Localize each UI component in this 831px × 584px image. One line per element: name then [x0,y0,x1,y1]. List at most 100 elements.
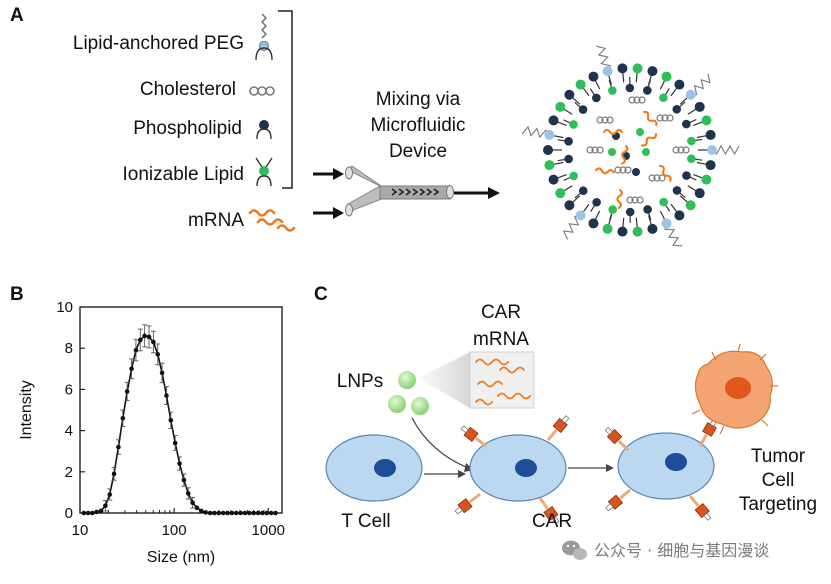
car-receptor [605,488,631,512]
cholesterol [636,196,644,204]
data-point [120,415,126,421]
tumor-cell [691,343,778,435]
data-point [94,509,99,515]
lipid-head [608,148,616,156]
data-point [242,510,248,516]
legend-label-phospholipid: Phospholipid [133,118,242,139]
data-point [111,471,117,477]
data-point [264,510,270,516]
tumor-label-line-1: Tumor [751,446,806,467]
lipid-head [602,223,613,234]
car-stalk [617,439,630,452]
cholesterol [666,114,674,122]
lipid-head [592,197,601,207]
mixing-line-1: Mixing via [376,89,461,110]
cholesterol [677,146,685,154]
panel-b-letter: B [10,284,24,305]
data-point [207,510,213,516]
y-tick-label: 0 [65,505,73,522]
lipid-head [674,79,685,90]
data-point [260,510,265,516]
cholesterol [619,166,627,174]
lipid-head [555,188,566,199]
car-label: CAR [532,511,572,532]
lipid-head [588,71,599,82]
lipid-head [636,128,644,136]
lipid-head [687,154,696,163]
mrna-strand [640,132,658,147]
plot-frame [79,306,283,514]
lipid-head [685,89,696,100]
car-hinge [703,512,712,521]
cholesterol [596,116,604,124]
cholesterol [648,174,656,182]
watermark-text: 公众号 · 细胞与基因漫谈 [594,541,769,560]
car-hinge [561,415,570,424]
car-hinge [454,506,463,515]
car-receptor [604,426,630,452]
lipid-head [707,145,717,155]
t-cell-label: T Cell [341,511,390,532]
car-receptor [546,415,570,441]
lipid-head [672,186,682,195]
panel-c-letter: C [314,284,328,305]
car-receptor [454,492,481,515]
cholesterol [638,96,646,104]
lipid-head [564,200,575,211]
car-receptor [688,495,712,521]
cholesterol [606,116,614,124]
cholesterol [672,146,680,154]
data-point [164,393,169,398]
x-tick-label: 100 [162,522,187,539]
lipid-head [548,174,559,185]
lipid-head [643,205,652,214]
targeting-car-t-cell [617,432,715,500]
car-t-cell [469,434,567,502]
car-stalk [619,488,631,500]
mrna-strand [658,164,672,182]
lipid-head [592,93,601,103]
distribution-curve [83,334,276,514]
lipid-head [617,226,628,237]
lipid-head [632,63,643,74]
microfluidic-device [345,165,454,217]
data-point [177,461,182,466]
data-point [216,510,222,516]
lipid-head [694,101,705,112]
legend-label-mrna: mRNA [188,210,244,231]
panel-a: A Lipid-anchored PEG Cholesterol Phospho… [10,5,740,247]
data-point [142,333,147,339]
data-point [194,505,200,511]
y-tick-label: 4 [65,423,73,440]
data-point [159,370,165,376]
lipid-head [632,168,640,176]
cholesterol [682,146,690,154]
car-hinge [551,516,560,525]
lipid-head [578,105,588,114]
step-arrowhead-2 [606,464,614,472]
car-mrna-strands [475,358,531,406]
t-cell [325,434,423,502]
y-tick-label: 6 [65,381,73,398]
cholesterol [633,96,641,104]
cholesterol [628,96,636,104]
data-point [212,510,217,516]
lipid-head [578,186,588,196]
lnp-sphere [388,395,406,413]
peg-chain [690,73,711,96]
car-receptors [604,418,718,521]
lnp-zoom-beam [418,352,470,408]
car-stalk [538,497,549,510]
car-stalk [468,492,481,504]
mrna-strand [594,167,615,175]
data-point [155,352,161,357]
lipid-head [564,89,575,100]
lipid-head [617,63,628,74]
lipid-head [661,71,672,82]
watermark: 公众号 · 细胞与基因漫谈 [562,540,769,560]
lipid-head [642,148,650,156]
data-point [129,366,134,372]
data-point [124,389,130,394]
